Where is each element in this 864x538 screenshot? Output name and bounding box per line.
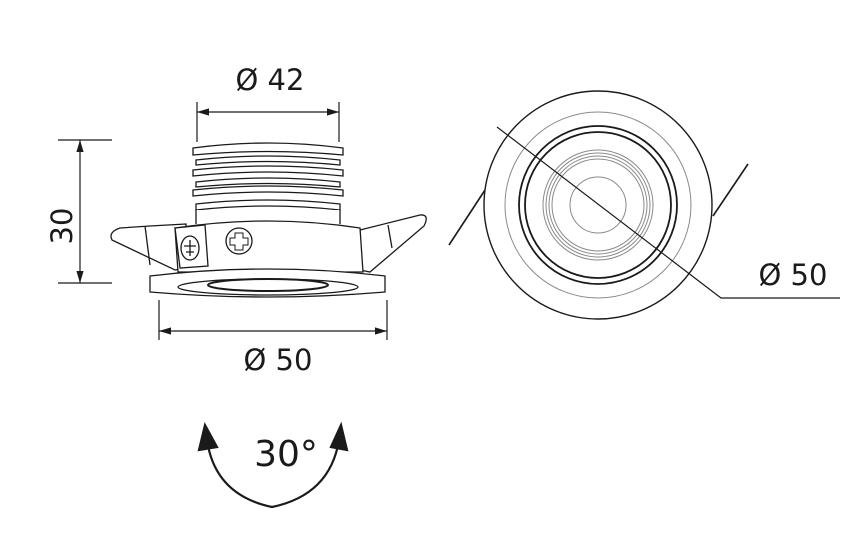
screw-phillips-icon <box>225 227 253 255</box>
left-spring-clip <box>110 223 187 271</box>
dimension-top-diameter <box>196 102 340 142</box>
flange <box>149 268 386 298</box>
collar <box>174 220 364 273</box>
top-diameter-label: Ø 42 <box>236 63 305 97</box>
diameter-leader-line <box>496 126 840 299</box>
threaded-body <box>192 142 344 224</box>
flange-diameter-label: Ø 50 <box>244 343 313 377</box>
front-view <box>448 90 840 320</box>
tilt-arc-arrow-icon <box>197 421 349 509</box>
right-clip-wire <box>712 163 749 217</box>
screw-left-icon <box>180 235 200 261</box>
height-label: 30 <box>45 208 79 245</box>
left-clip-wire <box>448 189 486 246</box>
front-diameter-label: Ø 50 <box>759 258 828 292</box>
tilt-angle-label: 30° <box>254 434 318 475</box>
dimension-flange-diameter <box>158 300 388 340</box>
right-spring-clip <box>359 214 427 273</box>
side-view <box>110 142 427 298</box>
dimension-height <box>58 139 112 284</box>
